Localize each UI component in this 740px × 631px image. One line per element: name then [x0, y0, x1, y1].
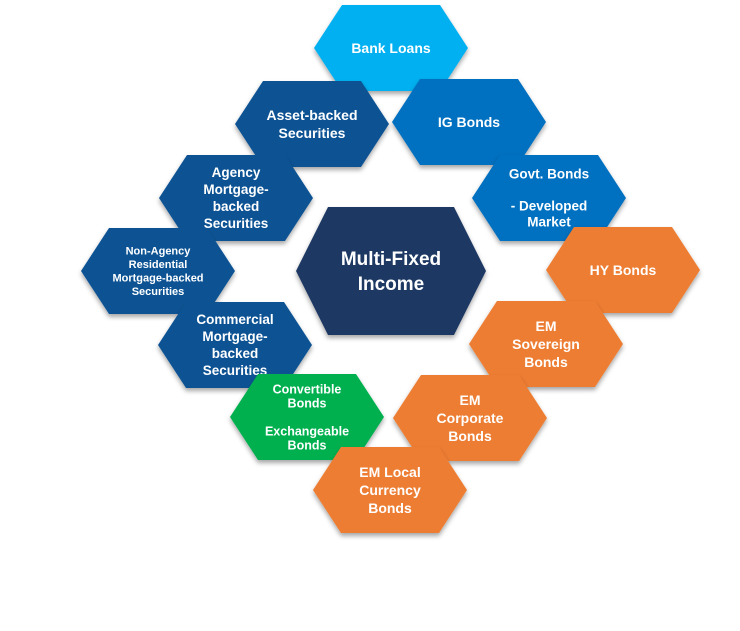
- hex-commercial-mbs-label-line: Securities: [203, 363, 268, 378]
- hex-agency-mbs-label-line: backed: [213, 199, 260, 214]
- hex-non-agency-rmbs-label-line: Mortgage-backed: [112, 273, 203, 285]
- hex-agency-mbs-label-line: Mortgage-: [203, 182, 268, 197]
- hex-non-agency-rmbs-label-line: Residential: [129, 259, 188, 271]
- hex-em-corporate-shape: [393, 375, 547, 461]
- hex-non-agency-rmbs-label-line: Non-Agency: [126, 246, 192, 258]
- hex-ig-bonds-label: IG Bonds: [438, 114, 500, 130]
- hex-convertible-bonds-label-line: Convertible: [273, 382, 342, 396]
- hex-center-multi-fixed-income-label-line: Income: [358, 274, 425, 295]
- hex-em-corporate-label-line: Corporate: [437, 410, 504, 426]
- hex-em-local-currency-label-line: Bonds: [368, 500, 412, 516]
- hex-convertible-bonds-label-line: Exchangeable: [265, 424, 349, 438]
- hex-govt-bonds-label-line: Govt. Bonds: [509, 167, 589, 182]
- hex-non-agency-rmbs-label-line: Securities: [132, 286, 185, 298]
- hex-em-sovereign-shape: [469, 301, 623, 387]
- hex-ig-bonds-label-line: IG Bonds: [438, 114, 500, 130]
- hex-commercial-mbs-label-line: Commercial: [196, 312, 273, 327]
- hex-asset-backed-securities-label-line: Asset-backed: [266, 107, 357, 123]
- hex-asset-backed-securities-label-line: Securities: [279, 125, 346, 141]
- hex-hy-bonds-label-line: HY Bonds: [590, 262, 657, 278]
- hex-convertible-bonds-shape: [230, 374, 384, 460]
- hex-ig-bonds: IG Bonds: [392, 79, 546, 165]
- hex-commercial-mbs-shape: [158, 302, 312, 388]
- hex-em-corporate-label-line: Bonds: [448, 428, 492, 444]
- hex-ig-bonds-shape: [392, 79, 546, 165]
- hex-agency-mbs-label-line: Securities: [204, 216, 269, 231]
- hex-agency-mbs-label-line: Agency: [212, 165, 261, 180]
- hex-em-local-currency-shape: [313, 447, 467, 533]
- hex-non-agency-rmbs-shape: [81, 228, 235, 314]
- hex-hy-bonds-label: HY Bonds: [590, 262, 657, 278]
- hex-hy-bonds: HY Bonds: [546, 227, 700, 313]
- hex-convertible-bonds-label-line: Bonds: [288, 396, 327, 410]
- hex-center-multi-fixed-income-shape: [296, 207, 486, 335]
- hex-convertible-bonds-label-line: Bonds: [288, 438, 327, 452]
- hex-em-corporate-label-line: EM: [460, 392, 481, 408]
- hex-asset-backed-securities-shape: [235, 81, 389, 167]
- hex-bank-loans: Bank Loans: [314, 5, 468, 91]
- hex-govt-bonds-shape: [472, 155, 626, 241]
- hex-govt-bonds-label-line: Market: [527, 215, 571, 230]
- hex-bank-loans-label-line: Bank Loans: [351, 40, 431, 56]
- hex-bank-loans-shape: [314, 5, 468, 91]
- hex-em-local-currency-label-line: Currency: [359, 482, 421, 498]
- hex-agency-mbs-shape: [159, 155, 313, 241]
- hex-em-sovereign-label-line: Sovereign: [512, 336, 580, 352]
- hex-commercial-mbs-label-line: Mortgage-: [202, 329, 267, 344]
- hex-govt-bonds-label-line: - Developed: [511, 199, 588, 214]
- hex-center-multi-fixed-income-label-line: Multi-Fixed: [341, 249, 441, 270]
- hex-commercial-mbs-label-line: backed: [212, 346, 259, 361]
- hex-em-sovereign-label-line: Bonds: [524, 354, 568, 370]
- hex-hy-bonds-shape: [546, 227, 700, 313]
- hex-em-sovereign-label-line: EM: [536, 318, 557, 334]
- hex-em-local-currency-label-line: EM Local: [359, 464, 420, 480]
- hex-bank-loans-label: Bank Loans: [351, 40, 431, 56]
